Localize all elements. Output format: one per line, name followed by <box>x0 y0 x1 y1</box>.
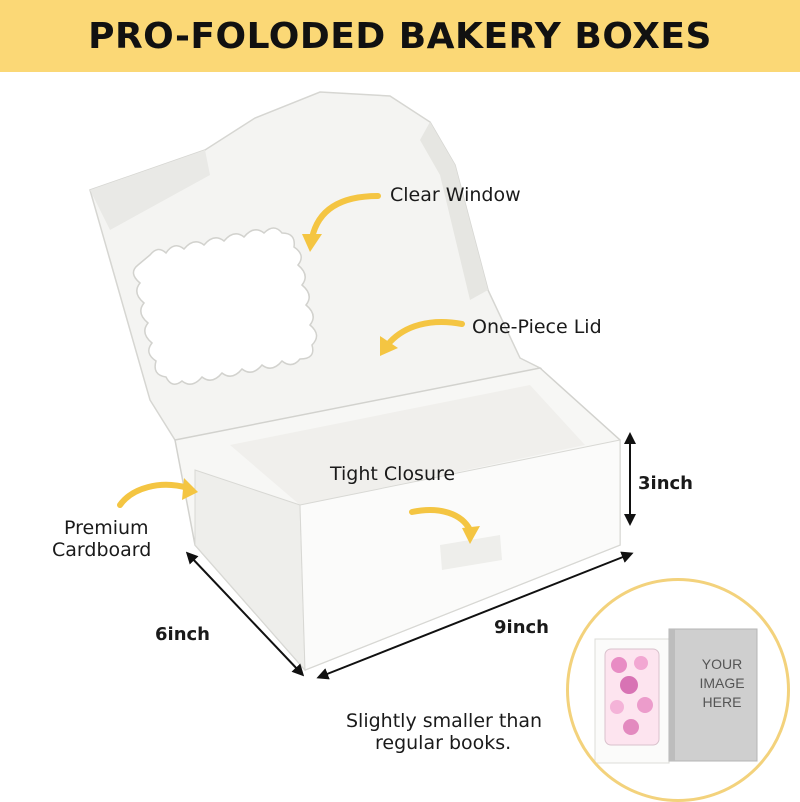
dimension-line-depth <box>185 551 305 677</box>
dimension-line-width <box>316 551 634 680</box>
arrow-premium-cardboard <box>117 481 191 508</box>
size-comparison-scene <box>594 628 758 764</box>
arrowhead-tight-closure <box>462 526 480 544</box>
arrowhead-clear-window <box>302 234 322 252</box>
callout-tight-closure: Tight Closure <box>330 463 456 485</box>
comparison-note-line2: regular books. <box>375 732 512 754</box>
banner-title: PRO-FOLODED BAKERY BOXES <box>88 15 712 57</box>
comparison-note-line1: Slightly smaller than <box>346 710 543 732</box>
box-lid <box>89 91 543 441</box>
book-placeholder-text: YOUR IMAGE HERE <box>699 656 745 710</box>
arrowhead-one-piece-lid <box>380 336 398 356</box>
arrowhead-premium-cardboard <box>182 478 198 500</box>
size-comparison-circle <box>566 578 790 802</box>
callout-premium-cardboard-line1: Premium <box>64 517 149 539</box>
callout-one-piece-lid: One-Piece Lid <box>472 316 602 338</box>
arrow-tight-closure <box>409 507 473 533</box>
title-banner: PRO-FOLODED BAKERY BOXES <box>0 0 800 72</box>
dimension-height-label: 3inch <box>638 473 693 494</box>
dimension-width-label: 9inch <box>494 617 549 638</box>
clear-window <box>132 227 318 385</box>
arrow-clear-window <box>309 193 381 241</box>
callout-premium-cardboard-line2: Cardboard <box>52 539 152 561</box>
dimension-depth-label: 6inch <box>155 624 210 645</box>
arrow-one-piece-lid <box>387 319 465 345</box>
callout-clear-window: Clear Window <box>390 184 521 206</box>
